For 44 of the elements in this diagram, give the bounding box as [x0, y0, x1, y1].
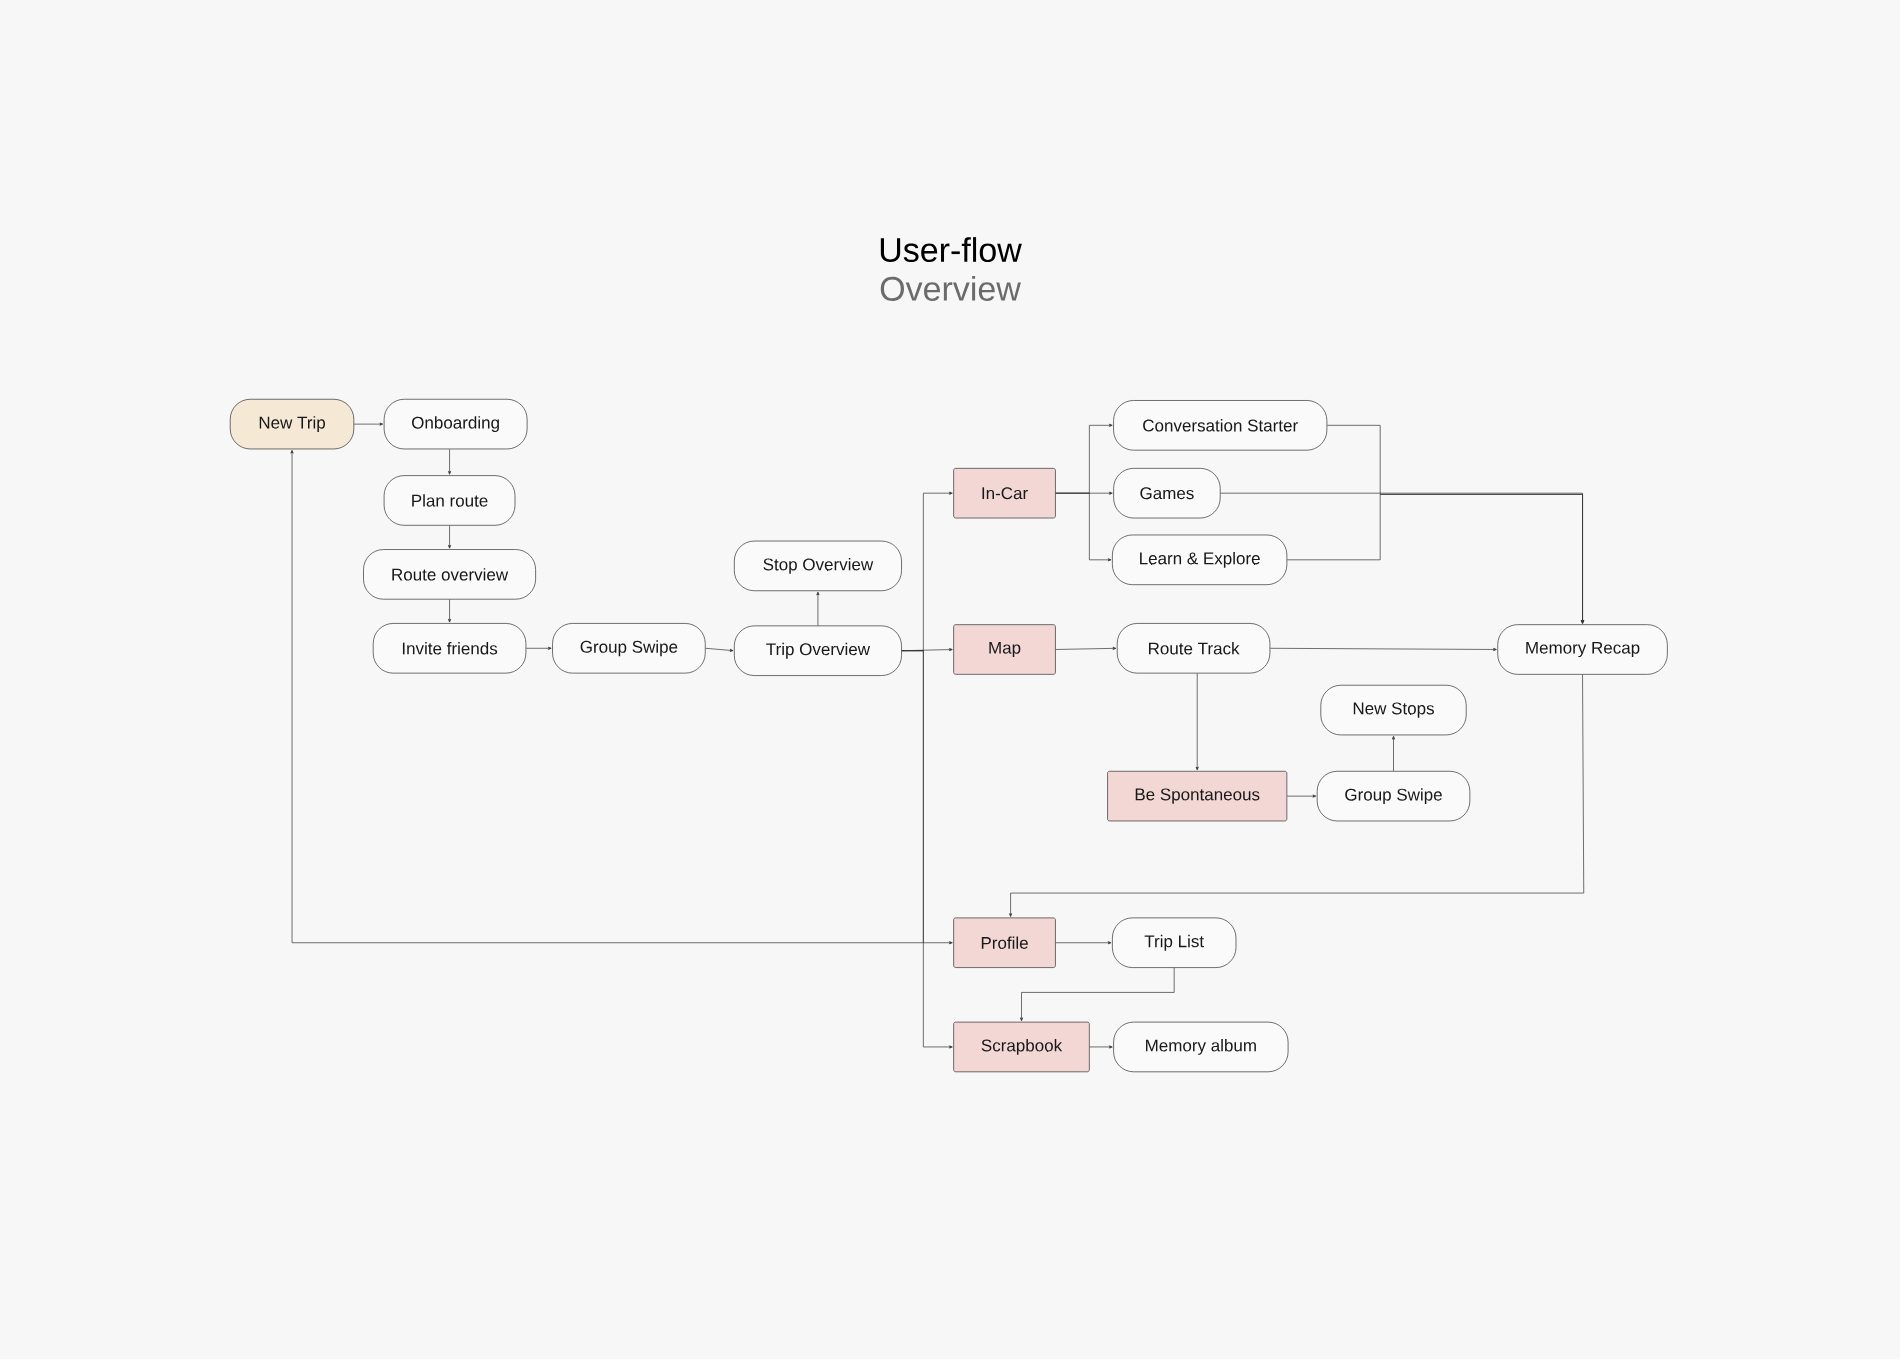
arrow — [901, 650, 953, 1049]
screen-pill: Invite friends — [372, 623, 527, 674]
arrow — [1019, 967, 1175, 1022]
arrow — [1269, 648, 1497, 652]
arrow — [1055, 647, 1117, 651]
screen-pill: Route Track — [1116, 623, 1271, 674]
screen-pill: Conversation Starter — [1113, 400, 1328, 451]
screen-pill: Group Swipe — [1316, 771, 1471, 822]
screen-pill: Learn & Explore — [1112, 534, 1288, 586]
screen-pill: Trip Overview — [734, 625, 902, 677]
section-box: In-Car — [953, 468, 1056, 519]
title: User-flow — [880, 237, 1022, 263]
screen-pill: Trip List — [1112, 917, 1237, 969]
screen-pill: Onboarding — [383, 399, 528, 450]
screen-pill: Games — [1113, 468, 1221, 519]
screen-pill: Memory Recap — [1497, 624, 1668, 675]
screen-pill: Route overview — [363, 549, 536, 600]
arrow — [448, 599, 452, 623]
start-pill: New Trip — [229, 399, 355, 450]
arrow — [705, 648, 734, 653]
arrow — [1055, 493, 1112, 562]
arrow — [525, 646, 552, 651]
section-box: Be Spontaneous — [1107, 771, 1288, 822]
section-box: Map — [953, 624, 1056, 675]
arrow — [1195, 673, 1199, 771]
arrow — [816, 591, 820, 627]
arrow — [448, 449, 452, 475]
screen-pill: Plan route — [383, 475, 516, 526]
section-box: Profile — [953, 917, 1056, 969]
screen-pill: Memory album — [1113, 1021, 1289, 1073]
arrow — [1009, 674, 1585, 918]
arrow — [1286, 494, 1585, 624]
arrow — [353, 422, 384, 426]
screen-pill: Group Swipe — [552, 623, 706, 674]
section-box: Scrapbook — [953, 1021, 1090, 1073]
arrow — [1089, 1045, 1113, 1049]
screen-pill: Stop Overview — [734, 540, 902, 592]
arrow — [290, 450, 924, 944]
arrow — [1055, 941, 1112, 945]
subtitle: Overview — [880, 276, 1021, 302]
screen-pill: New Stops — [1320, 685, 1467, 736]
arrow — [1391, 736, 1396, 772]
arrow — [448, 525, 452, 549]
arrow — [1286, 794, 1317, 798]
